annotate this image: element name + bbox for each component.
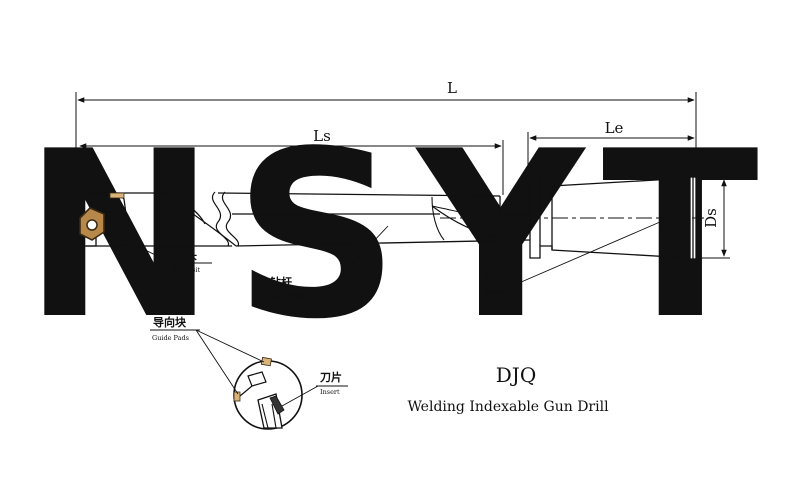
steel-body [86, 191, 531, 247]
watermark: NSYT [23, 103, 777, 370]
insert-cn-label: 刀片 [320, 370, 342, 384]
insert-en-label: Insert [320, 388, 340, 396]
steel-body-cn-label: 钻杆 [270, 275, 292, 289]
leader-driver: 钻柄 Driver [482, 221, 661, 296]
drill-bit-en-label: Drill Bit [174, 266, 200, 274]
dimension-dc-label: Dc [42, 211, 60, 231]
watermark-text: NSYT [23, 103, 777, 370]
product-code: DJQ [496, 363, 536, 387]
driver-en-label: Driver [484, 288, 506, 296]
dimension-le-label: Le [605, 119, 624, 137]
dimension-ls-label: Ls [313, 127, 331, 145]
detail-drill-head [233, 356, 303, 430]
title-block: DJQ Welding Indexable Gun Drill [407, 363, 609, 415]
guide-pads-cn-label: 导向块 [153, 315, 187, 329]
driver-cn-label: 钻柄 [484, 269, 506, 283]
dimension-l-label: L [447, 79, 457, 97]
leader-guide-pads: 导向块 Guide Pads [150, 315, 265, 395]
product-name: Welding Indexable Gun Drill [407, 399, 609, 415]
dimension-dc: Dc [42, 191, 88, 247]
insert-screw-icon [86, 219, 98, 231]
steel-body-en-label: Steel Body Tool [268, 292, 319, 300]
dimension-ds-label: Ds [702, 208, 720, 228]
drill-bit [79, 192, 127, 247]
leader-steel-body: 钻杆 Steel Body Tool [268, 225, 389, 300]
drill-bit-cn-label: 钻头 [175, 248, 197, 262]
top-pad [109, 192, 125, 199]
dimension-ds: Ds [700, 177, 730, 259]
dimension-l: L [75, 79, 697, 200]
dimension-le: Le [527, 119, 695, 178]
dimension-ls: Ls [79, 127, 504, 195]
leader-insert: 刀片 Insert [281, 370, 348, 407]
guide-pad-side [233, 391, 241, 402]
guide-pads-en-label: Guide Pads [152, 334, 189, 342]
leader-drill-bit: 钻头 Drill Bit [111, 233, 212, 274]
